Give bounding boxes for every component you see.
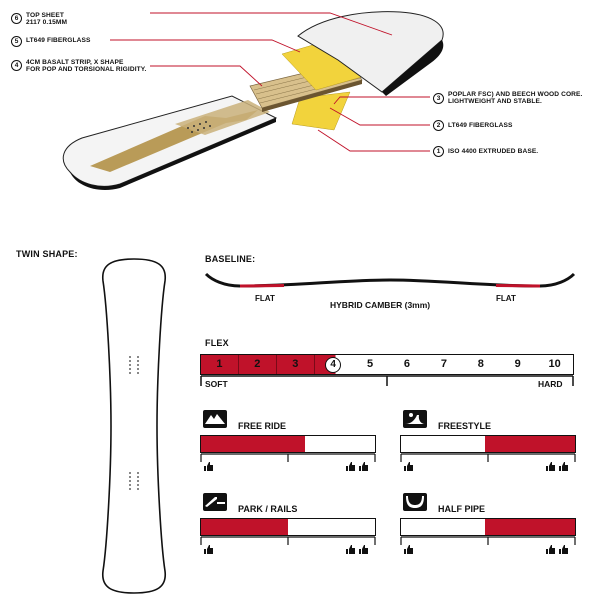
flex-label: FLEX xyxy=(205,338,229,348)
terrain-bar-fill xyxy=(201,436,306,452)
flex-scale-bar: 1 2 3 4 5 6 7 8 9 10 xyxy=(200,354,574,375)
terrain-rating-free-ride: FREE RIDE xyxy=(200,410,376,480)
terrain-bar xyxy=(400,435,576,453)
flex-tick-10: 10 xyxy=(548,358,561,370)
terrain-bar xyxy=(200,435,376,453)
thumb-up-icon xyxy=(204,462,213,471)
terrain-bar-fill xyxy=(484,436,575,452)
halfpipe-icon xyxy=(403,493,427,511)
basalt-x-strip-2 xyxy=(175,100,270,135)
flex-range-rule xyxy=(200,375,574,386)
leader-lines xyxy=(110,12,430,152)
flex-tick-7: 7 xyxy=(440,358,447,370)
terrain-rating-half-pipe: HALF PIPE xyxy=(400,493,576,563)
layer-number-1: 1 xyxy=(433,146,444,157)
layer-number-6: 6 xyxy=(11,13,22,24)
terrain-name: FREE RIDE xyxy=(238,421,287,431)
double-thumb-up-icon xyxy=(346,545,368,554)
layer-label-wood-core: POPLAR FSC) AND BEECH WOOD CORE. LIGHTWE… xyxy=(448,91,583,106)
layer-number-4: 4 xyxy=(11,60,22,71)
hybrid-camber-label: HYBRID CAMBER (3mm) xyxy=(330,300,431,310)
fiberglass-layer-2 xyxy=(291,91,351,131)
baseline-profile xyxy=(204,272,576,288)
flex-hard-label: HARD xyxy=(538,379,563,389)
thumb-up-icon xyxy=(204,545,213,554)
terrain-bar xyxy=(200,518,376,536)
insert-dots xyxy=(187,121,211,133)
thumb-up-icon xyxy=(404,462,413,471)
top-sheet-layer xyxy=(297,11,444,93)
terrain-name: FREESTYLE xyxy=(438,421,492,431)
terrain-rating-park-rails: PARK / RAILS xyxy=(200,493,376,563)
flex-tick-5: 5 xyxy=(367,358,374,370)
double-thumb-up-icon xyxy=(546,462,568,471)
layer-label-top-sheet: TOP SHEET 2117 0.15MM xyxy=(26,12,68,27)
flex-tick-3: 3 xyxy=(276,355,315,374)
wood-core-front xyxy=(262,80,362,112)
flex-tick-8: 8 xyxy=(477,358,484,370)
terrain-range-rule xyxy=(200,453,376,462)
thumb-up-icon xyxy=(404,545,413,554)
flat-right-label: FLAT xyxy=(496,294,516,303)
layer-label-fiberglass-bottom: LT649 FIBERGLASS xyxy=(448,122,513,129)
terrain-bar xyxy=(400,518,576,536)
rail-icon xyxy=(203,493,227,511)
flex-tick-4: 4 xyxy=(314,355,352,374)
layer-label-fiberglass-top: LT649 FIBERGLASS xyxy=(26,37,91,44)
mountain-icon xyxy=(203,410,227,428)
flat-segment-right xyxy=(495,284,541,288)
baseline-label: BASELINE: xyxy=(205,254,256,264)
double-thumb-up-icon xyxy=(546,545,568,554)
terrain-name: PARK / RAILS xyxy=(238,504,298,514)
flex-value-marker: 4 xyxy=(325,357,342,373)
terrain-range-rule xyxy=(400,536,576,545)
flat-segment-left xyxy=(239,284,285,288)
twin-shape-label: TWIN SHAPE: xyxy=(16,249,78,259)
jump-icon xyxy=(403,410,427,428)
terrain-name: HALF PIPE xyxy=(438,504,486,514)
layer-label-base: ISO 4400 EXTRUDED BASE. xyxy=(448,148,539,155)
flex-soft-label: SOFT xyxy=(205,379,228,389)
double-thumb-up-icon xyxy=(346,462,368,471)
flex-tick-2: 2 xyxy=(238,355,277,374)
layer-number-2: 2 xyxy=(433,120,444,131)
terrain-range-rule xyxy=(200,536,376,545)
flex-tick-9: 9 xyxy=(514,358,521,370)
shape-insert-dots xyxy=(129,356,139,490)
layer-label-basalt-strip: 4CM BASALT STRIP, X SHAPE FOR POP AND TO… xyxy=(26,59,147,74)
layer-number-3: 3 xyxy=(433,93,444,104)
top-sheet-edge xyxy=(382,40,444,96)
board-construction-illustration xyxy=(62,11,444,191)
terrain-range-rule xyxy=(400,453,576,462)
terrain-rating-freestyle: FREESTYLE xyxy=(400,410,576,480)
flex-tick-1: 1 xyxy=(201,355,239,374)
flex-tick-6: 6 xyxy=(403,358,411,370)
flat-left-label: FLAT xyxy=(255,294,275,303)
terrain-bar-fill xyxy=(201,519,288,535)
layer-number-5: 5 xyxy=(11,36,22,47)
terrain-bar-fill xyxy=(484,519,575,535)
twin-shape-outline xyxy=(102,258,166,594)
